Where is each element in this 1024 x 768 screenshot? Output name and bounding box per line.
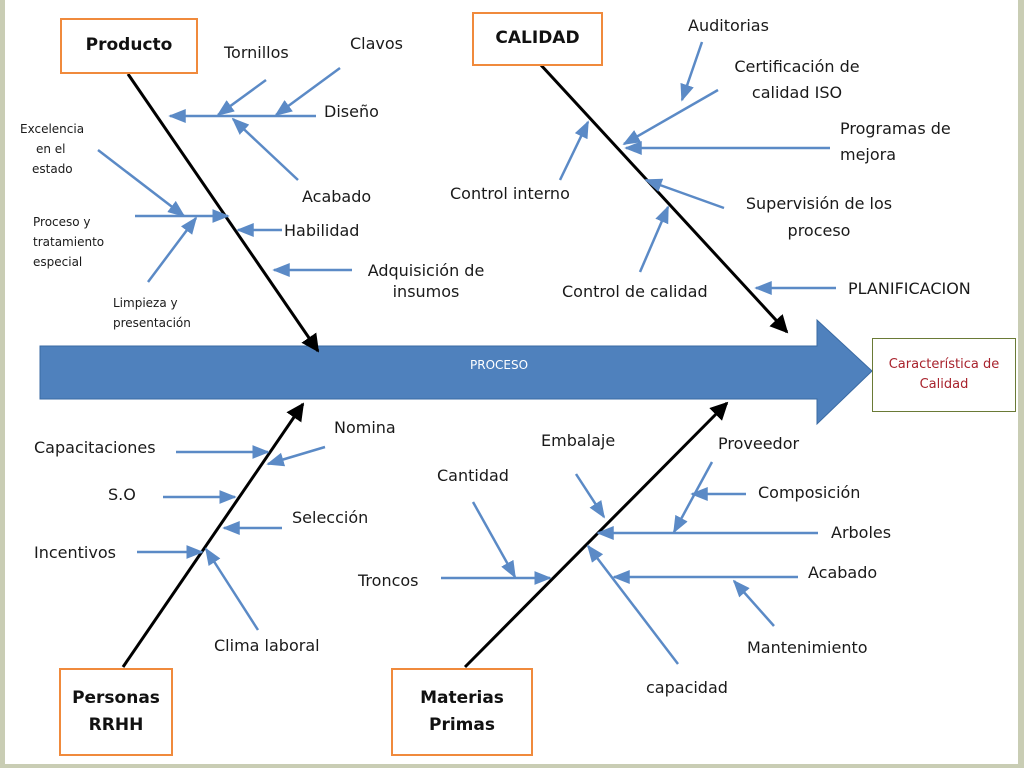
category-personas: Personas RRHH — [59, 668, 173, 756]
arrow-supervision — [644, 178, 725, 210]
cause-clima: Clima laboral — [214, 636, 320, 655]
cause-tornillos: Tornillos — [224, 43, 289, 62]
cause-so: S.O — [108, 485, 136, 504]
arrow-capacidad — [586, 544, 679, 665]
cause-capacidad: capacidad — [646, 678, 728, 697]
cause-planificacion: PLANIFICACION — [848, 279, 971, 298]
arrow-mantenimiento — [732, 579, 775, 627]
cause-acabado-producto: Acabado — [302, 187, 372, 206]
cause-adquisicion: Adquisición de insumos — [367, 261, 485, 301]
cause-mantenimiento: Mantenimiento — [747, 638, 868, 657]
cause-seleccion: Selección — [292, 508, 369, 527]
arrow-limpieza — [147, 216, 198, 283]
cause-arboles: Arboles — [831, 523, 892, 542]
cause-embalaje: Embalaje — [541, 431, 616, 450]
spine-arrow — [39, 318, 873, 426]
cause-troncos: Troncos — [358, 571, 419, 590]
arrow-control-calidad — [638, 205, 670, 273]
cause-control-calidad: Control de calidad — [562, 282, 708, 301]
effect-box: Característica de Calidad — [872, 338, 1016, 412]
cause-composicion: Composición — [758, 483, 861, 502]
arrow-tornillos — [216, 78, 267, 117]
frame-bottom-bar — [0, 764, 1024, 768]
spine-label: PROCESO — [470, 358, 529, 372]
bone-personas — [121, 402, 305, 668]
cause-habilidad: Habilidad — [284, 221, 360, 240]
category-personas-line1: Personas — [72, 687, 160, 708]
category-calidad: CALIDAD — [472, 12, 603, 66]
cause-limpieza: Limpieza y presentación — [113, 296, 191, 330]
cause-proceso-tratamiento: Proceso y tratamiento especial — [33, 215, 105, 269]
frame-left-bar — [0, 0, 5, 768]
arrow-cantidad — [471, 501, 517, 579]
arrow-certificacion — [622, 88, 719, 146]
frame-right-bar — [1018, 0, 1024, 768]
bone-materias — [463, 401, 729, 669]
bone-calidad — [538, 62, 789, 334]
category-calidad-label: CALIDAD — [495, 28, 580, 49]
cause-acabado-materias: Acabado — [808, 563, 878, 582]
arrow-embalaje — [574, 473, 606, 519]
category-materias-line2: Primas — [429, 715, 495, 735]
cause-excelencia: Excelencia en el estado — [20, 122, 85, 176]
effect-line2: Calidad — [919, 377, 969, 392]
cause-control-interno: Control interno — [450, 184, 570, 203]
arrow-control-interno — [558, 120, 590, 181]
arrow-auditorias — [680, 41, 704, 102]
category-producto-label: Producto — [85, 35, 173, 56]
cause-supervision: Supervisión de los proceso — [745, 194, 893, 241]
cause-diseno: Diseño — [324, 102, 379, 121]
cause-auditorias: Auditorias — [688, 16, 769, 35]
arrow-clima — [204, 547, 260, 631]
arrow-proveedor — [672, 461, 714, 534]
arrow-clavos — [274, 66, 341, 117]
cause-proveedor: Proveedor — [718, 434, 800, 453]
cause-incentivos: Incentivos — [34, 543, 116, 562]
cause-capacitaciones: Capacitaciones — [34, 438, 156, 457]
category-producto: Producto — [60, 18, 198, 74]
cause-certificacion: Certificación de calidad ISO — [734, 57, 860, 103]
cause-cantidad: Cantidad — [437, 466, 509, 485]
category-personas-line2: RRHH — [88, 715, 144, 735]
arrow-nomina — [266, 445, 326, 467]
arrow-excelencia — [97, 149, 186, 218]
cause-clavos: Clavos — [350, 34, 404, 53]
cause-programas: Programas de mejora — [840, 119, 951, 165]
cause-nomina: Nomina — [334, 418, 396, 437]
effect-line1: Característica de — [888, 356, 1000, 372]
category-materias-line1: Materias — [420, 687, 504, 708]
arrow-acabado-producto — [231, 117, 299, 181]
category-materias: Materias Primas — [391, 668, 533, 756]
